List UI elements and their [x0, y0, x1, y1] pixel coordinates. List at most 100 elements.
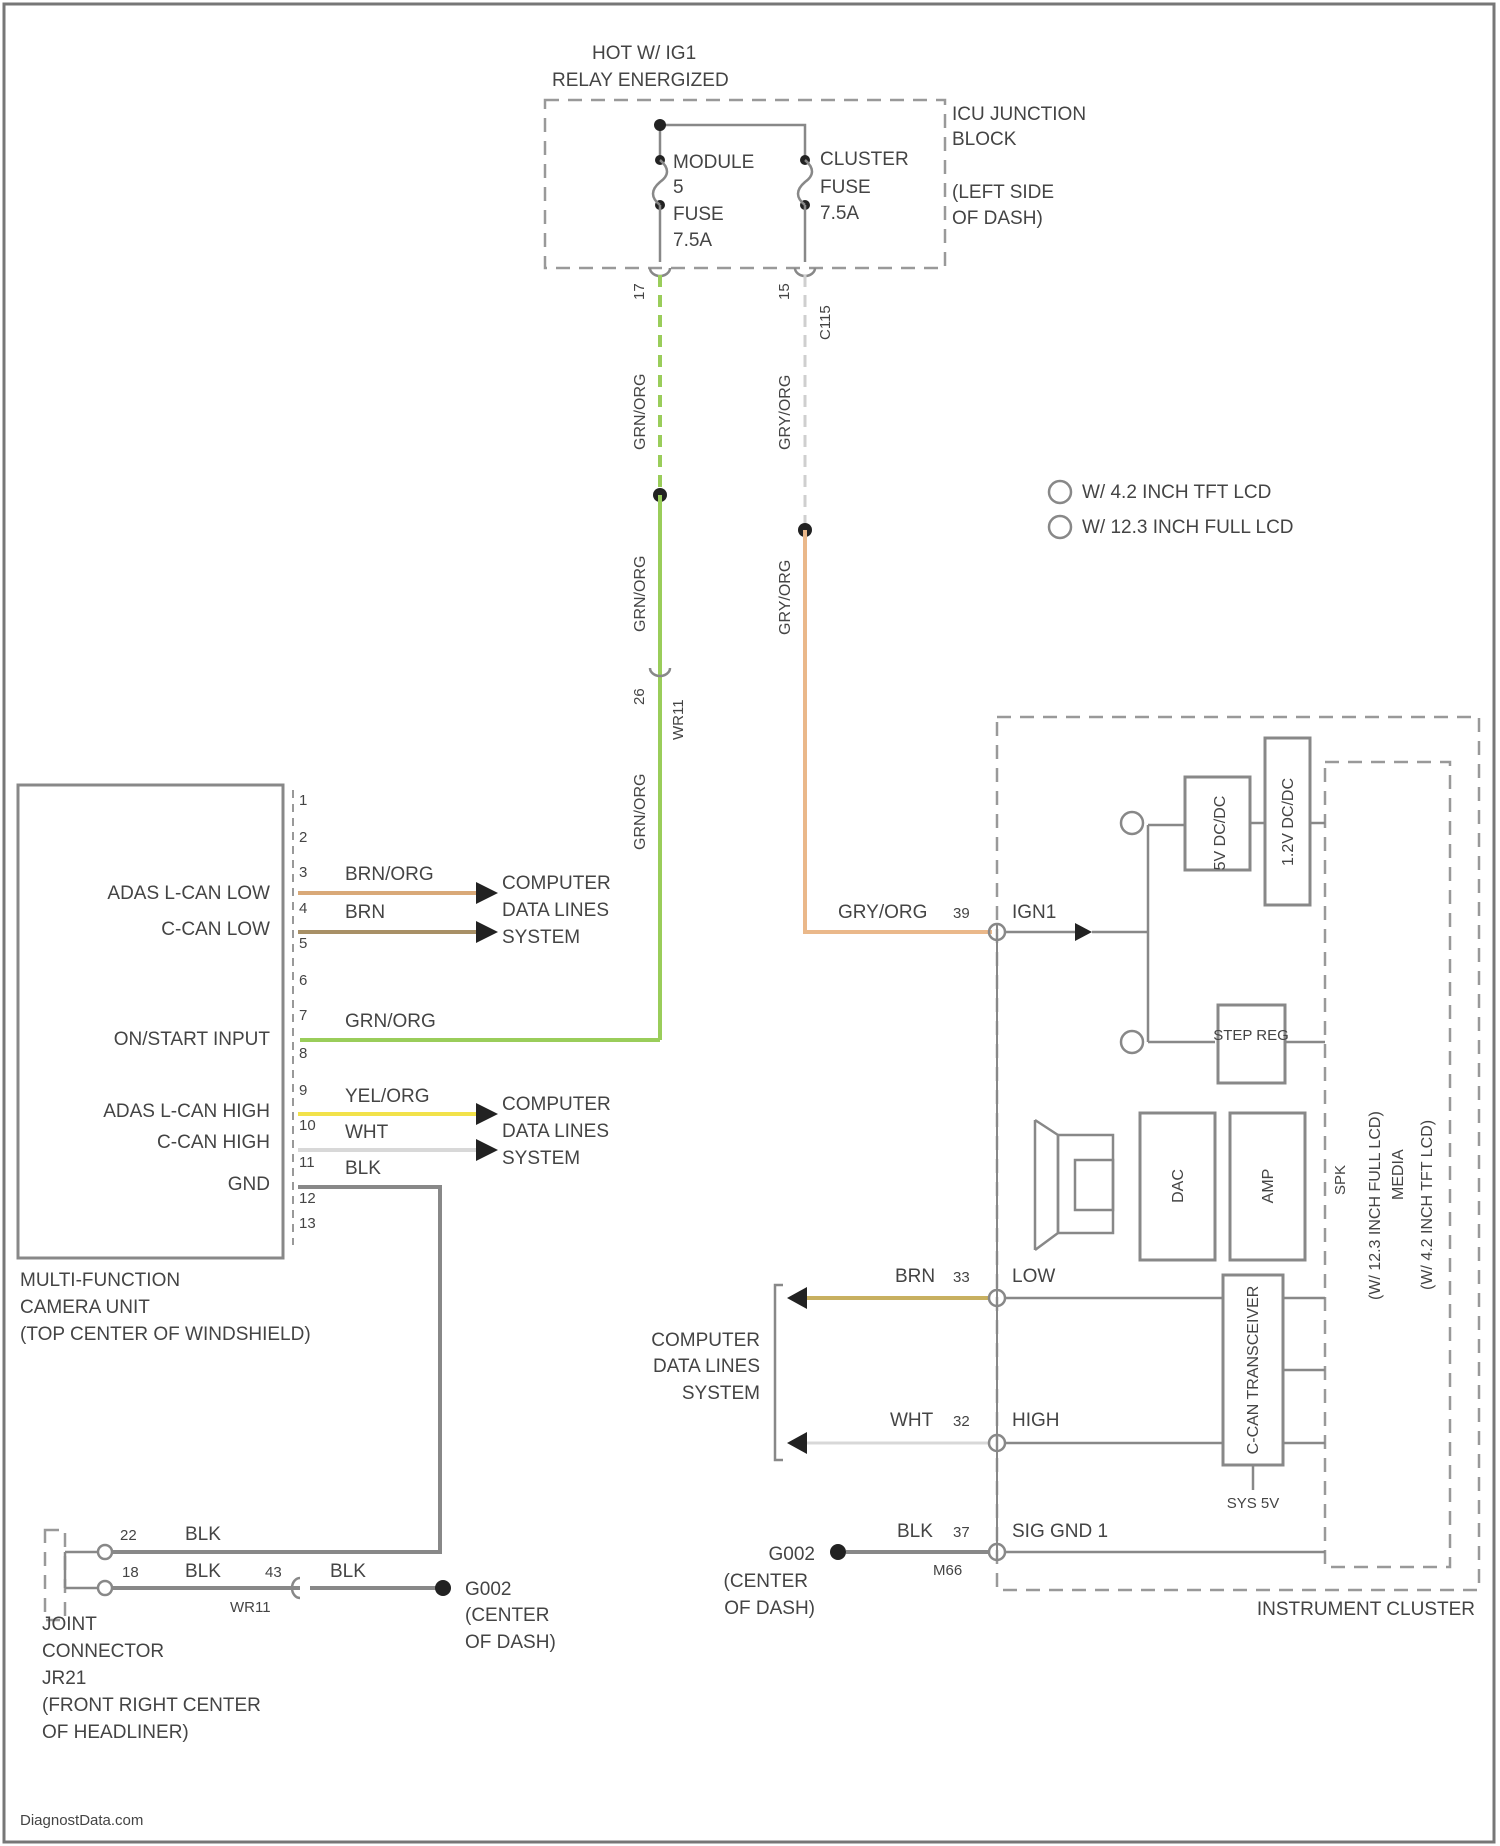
spk-label: SPK	[1332, 1165, 1349, 1195]
conn-wr11-ground: WR11	[230, 1599, 271, 1616]
cdl-2-line-3: SYSTEM	[502, 1148, 580, 1169]
joint-name-5: OF HEADLINER)	[42, 1722, 189, 1743]
wire-label-brn-org: BRN/ORG	[345, 864, 434, 885]
low-signal: LOW	[1012, 1266, 1055, 1287]
cluster-conn-label: M66	[933, 1562, 962, 1579]
g002-left-2: (CENTER	[465, 1605, 549, 1626]
gnd-signal: SIG GND 1	[1012, 1521, 1108, 1542]
cdl-2-line-2: DATA LINES	[502, 1121, 609, 1142]
camera-pin-9: 9	[299, 1082, 307, 1099]
wire-label-wht: WHT	[345, 1122, 389, 1143]
gnd-pin: 37	[953, 1524, 970, 1541]
wire-label-blk-22: BLK	[185, 1524, 221, 1545]
camera-pin-3: 3	[299, 864, 307, 881]
sig-ccan-high: C-CAN HIGH	[157, 1132, 270, 1153]
jb-label-4: OF DASH)	[952, 208, 1043, 229]
cdl-1-line-1: COMPUTER	[502, 873, 611, 894]
ccan-transceiver-label: C-CAN TRANSCEIVER	[1245, 1286, 1262, 1455]
pin-22: 22	[120, 1527, 137, 1544]
speaker-body	[1058, 1135, 1113, 1233]
conn-wr11-label: WR11	[670, 699, 687, 740]
dcdc-12v-label: 1.2V DC/DC	[1280, 778, 1297, 866]
cluster-fuse-l3: 7.5A	[820, 203, 859, 224]
step-reg-box	[1218, 1005, 1285, 1083]
camera-pin-8: 8	[299, 1045, 307, 1062]
module-fuse-symbol	[653, 160, 667, 205]
instrument-cluster: GRY/ORG 39 IGN1 5V DC/DC 1.2V DC/DC STEP…	[651, 717, 1479, 1620]
camera-pin-1: 1	[299, 792, 307, 809]
arrow-cdl-2a	[476, 1103, 498, 1125]
high-pin: 32	[953, 1413, 970, 1430]
sig-gnd: GND	[228, 1174, 270, 1195]
joint-name-3: JR21	[42, 1668, 86, 1689]
sig-on-start-input: ON/START INPUT	[114, 1029, 271, 1050]
cluster-fuse-l2: FUSE	[820, 177, 871, 198]
dcdc-5v-label: 5V DC/DC	[1212, 796, 1229, 871]
g002-right-1: G002	[769, 1544, 815, 1565]
wire-label-grn-org-3: GRN/ORG	[632, 774, 649, 850]
sig-adas-lcan-high: ADAS L-CAN HIGH	[103, 1101, 270, 1122]
joint-connector-outline	[45, 1530, 65, 1620]
wire-blk-gnd	[112, 1187, 440, 1552]
camera-pin-4: 4	[299, 900, 307, 917]
camera-pin-7: 7	[299, 1007, 307, 1024]
cluster-fuse-l1: CLUSTER	[820, 149, 909, 170]
footer-watermark: DiagnostData.com	[20, 1812, 143, 1829]
relay-label-2: RELAY ENERGIZED	[552, 70, 729, 91]
cluster-name: INSTRUMENT CLUSTER	[1257, 1599, 1475, 1620]
junction-block: HOT W/ IG1 RELAY ENERGIZED ICU JUNCTION …	[545, 43, 1086, 340]
sys-5v-label: SYS 5V	[1227, 1495, 1280, 1512]
wire-label-grn-org-1: GRN/ORG	[632, 374, 649, 450]
module-fuse-l4: 7.5A	[673, 230, 712, 251]
joint-name-2: CONNECTOR	[42, 1641, 164, 1662]
camera-pin-5: 5	[299, 935, 307, 952]
legend-symbol-2	[1049, 516, 1071, 538]
module-fuse-l1: MODULE	[673, 152, 754, 173]
wire-label-yel-org: YEL/ORG	[345, 1086, 429, 1107]
low-pin: 33	[953, 1269, 970, 1286]
camera-pin-10: 10	[299, 1117, 316, 1134]
ign-signal: IGN1	[1012, 902, 1056, 923]
relay-label-1: HOT W/ IG1	[592, 43, 696, 64]
g002-right-2: (CENTER	[724, 1571, 808, 1592]
ign-diode-symbol	[1075, 923, 1092, 941]
joint-connector-ground: 22 BLK 18 BLK 43 BLK WR11 G002 (CENTER O…	[42, 1524, 556, 1743]
camera-pin-12: 12	[299, 1190, 316, 1207]
wire-label-grn-org-2: GRN/ORG	[632, 556, 649, 632]
bus-node	[654, 119, 666, 131]
dac-label: DAC	[1170, 1169, 1187, 1203]
ign-feed-wires: GRN/ORG GRN/ORG GRN/ORG 26 WR11 GRY/ORG …	[300, 275, 992, 1040]
g002-left-3: OF DASH)	[465, 1632, 556, 1653]
wire-label-blk-43: BLK	[330, 1561, 366, 1582]
sig-ccan-low: C-CAN LOW	[161, 919, 270, 940]
step-reg-label: STEP REG	[1213, 1027, 1289, 1044]
legend: W/ 4.2 INCH TFT LCD W/ 12.3 INCH FULL LC…	[1049, 481, 1294, 538]
module-fuse-l3: FUSE	[673, 204, 724, 225]
gry-org-wire-lower	[805, 530, 992, 932]
camera-name-2: CAMERA UNIT	[20, 1297, 150, 1318]
inner-label-b: MEDIA	[1390, 1149, 1407, 1200]
jb-label-3: (LEFT SIDE	[952, 182, 1054, 203]
gnd-wire-label: BLK	[897, 1521, 933, 1542]
low-wire-label: BRN	[895, 1266, 935, 1287]
high-wire-label: WHT	[890, 1410, 934, 1431]
wire-label-gry-org-2: GRY/ORG	[777, 560, 794, 635]
wire-label-grn-org: GRN/ORG	[345, 1011, 436, 1032]
wire-label-blk-18: BLK	[185, 1561, 221, 1582]
amp-label: AMP	[1260, 1169, 1277, 1204]
cluster-cdl-3: SYSTEM	[682, 1383, 760, 1404]
camera-pin-11: 11	[299, 1154, 315, 1171]
inner-label-a: (W/ 12.3 INCH FULL LCD)	[1367, 1111, 1384, 1300]
pin-18: 18	[122, 1564, 139, 1581]
cluster-variant-symbol-2	[1121, 1031, 1143, 1053]
pin-43: 43	[265, 1564, 282, 1581]
joint-name-4: (FRONT RIGHT CENTER	[42, 1695, 261, 1716]
arrow-cdl-1b	[476, 921, 498, 943]
pin-17-label: 17	[631, 283, 648, 300]
camera-pin-6: 6	[299, 972, 307, 989]
ign-pin: 39	[953, 905, 970, 922]
sig-adas-lcan-low: ADAS L-CAN LOW	[107, 883, 270, 904]
ground-g002-right	[830, 1544, 846, 1560]
